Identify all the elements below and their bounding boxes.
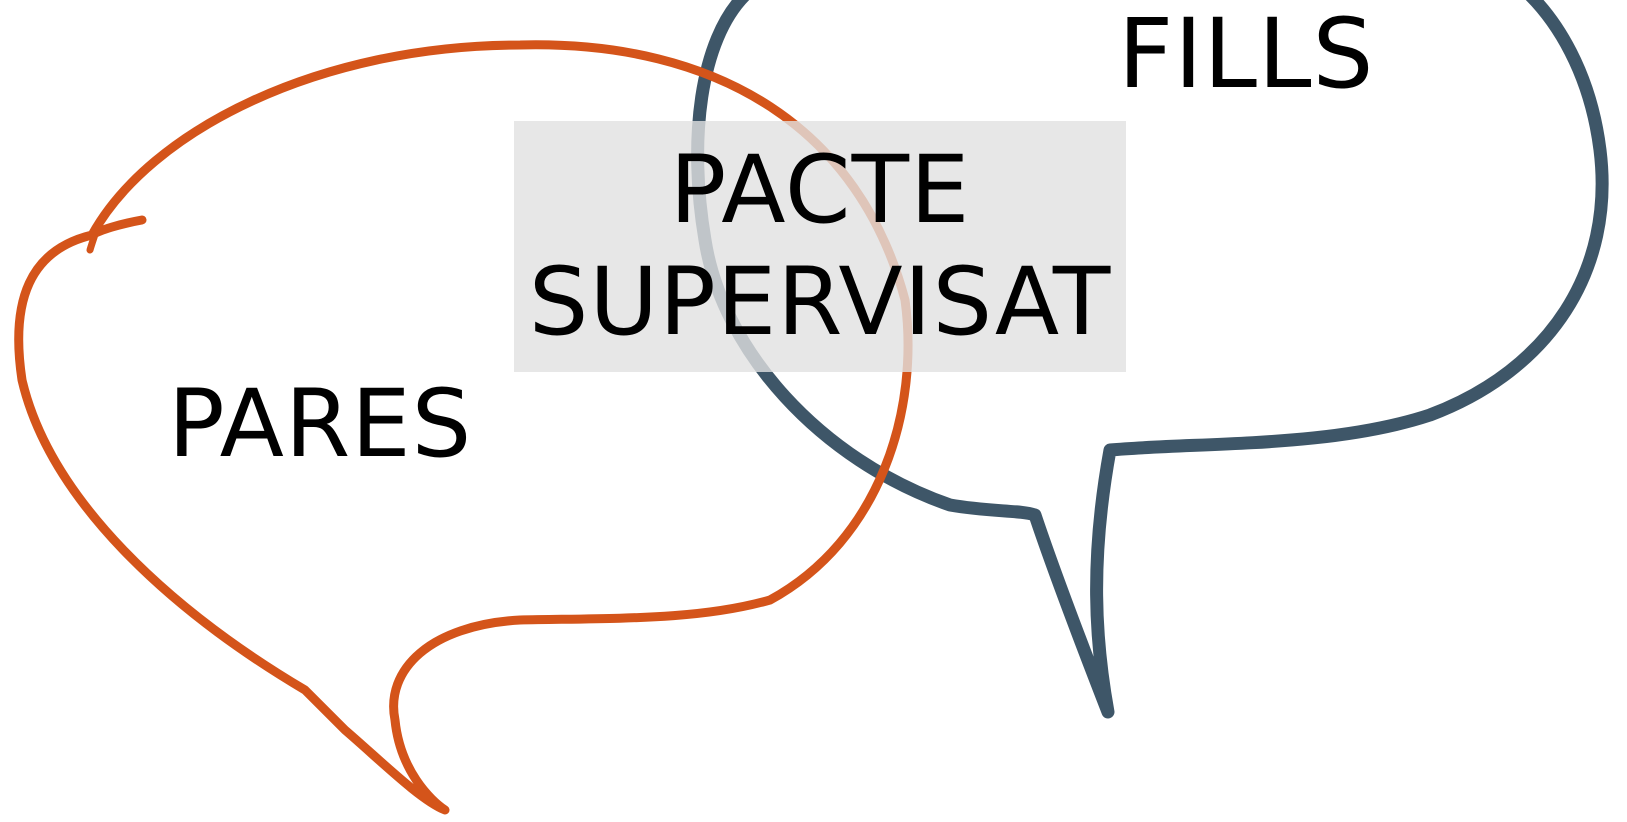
fills-label: FILLS	[1118, 0, 1375, 110]
supervisat-label: SUPERVISAT	[528, 247, 1112, 357]
pares-stroke-tick	[86, 221, 102, 254]
pacte-supervisat-box: PACTE SUPERVISAT	[514, 121, 1126, 372]
pares-label: PARES	[168, 370, 473, 479]
pares-speech-bubble	[14, 40, 913, 815]
pacte-label: PACTE	[669, 135, 971, 245]
